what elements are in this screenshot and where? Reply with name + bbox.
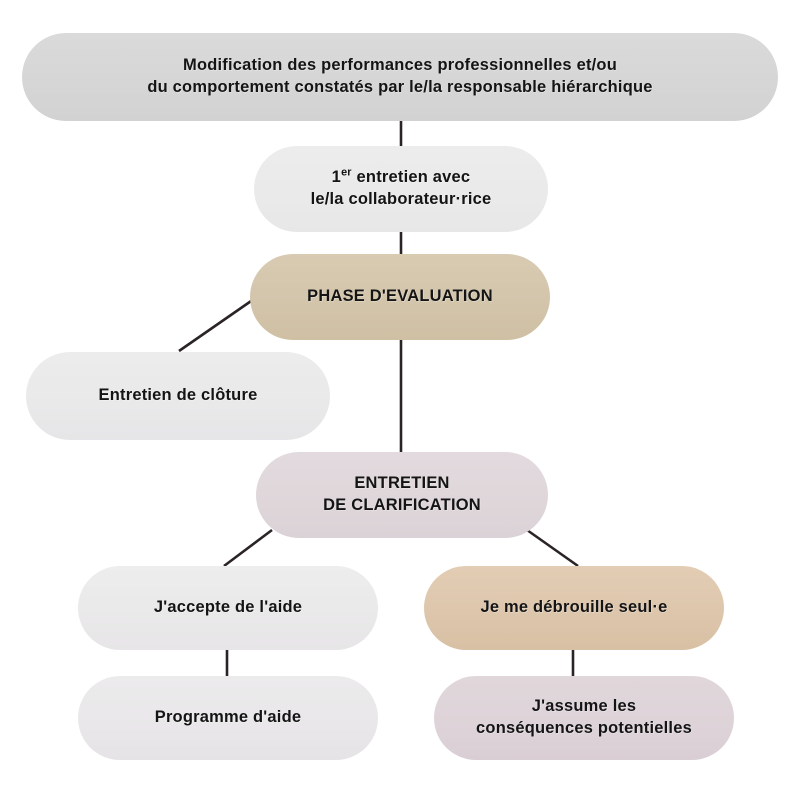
connector-clarification-to-jaccepte — [223, 528, 273, 568]
node-phase-evaluation[interactable]: PHASE D'EVALUATION — [250, 254, 550, 340]
node-je-me-debrouille-seule[interactable]: Je me débrouille seul·e — [424, 566, 724, 650]
node-jaccepte-de-laide-label: J'accepte de l'aide — [153, 598, 303, 617]
node-premier-entretien[interactable]: 1er entretien avec le/la collaborateur·ri… — [254, 146, 548, 232]
connector-phase-evaluation-to-entretien-cloture — [178, 297, 255, 353]
node-jaccepte-de-laide[interactable]: J'accepte de l'aide — [78, 566, 378, 650]
node-entretien-cloture-label: Entretien de clôture — [98, 386, 258, 405]
node-jassume-les-consequences[interactable]: J'assume les conséquences potentielles — [434, 676, 734, 760]
node-premier-entretien-line1-rest: entretien avec — [351, 168, 471, 187]
node-programme-daide[interactable]: Programme d'aide — [78, 676, 378, 760]
node-entretien-cloture[interactable]: Entretien de clôture — [26, 352, 330, 440]
node-premier-entretien-line2: le/la collaborateur·rice — [310, 190, 492, 208]
node-premier-entretien-ordinal-suffix: er — [341, 166, 352, 179]
node-phase-evaluation-label: PHASE D'EVALUATION — [307, 287, 493, 306]
node-jassume-les-consequences-label: J'assume les conséquences potentielles — [476, 697, 692, 737]
node-modification-label: Modification des performances profession… — [147, 56, 653, 96]
node-premier-entretien-label: 1er entretien avec le/la collaborateur·ri… — [311, 167, 492, 211]
connector-clarification-to-debrouille — [526, 528, 579, 568]
node-premier-entretien-ordinal: 1 — [331, 168, 342, 187]
node-programme-daide-label: Programme d'aide — [154, 708, 302, 727]
node-entretien-clarification[interactable]: ENTRETIEN DE CLARIFICATION — [256, 452, 548, 538]
node-entretien-clarification-label: ENTRETIEN DE CLARIFICATION — [323, 474, 481, 514]
node-je-me-debrouille-seule-label: Je me débrouille seul·e — [480, 598, 668, 617]
node-modification[interactable]: Modification des performances profession… — [22, 33, 778, 121]
